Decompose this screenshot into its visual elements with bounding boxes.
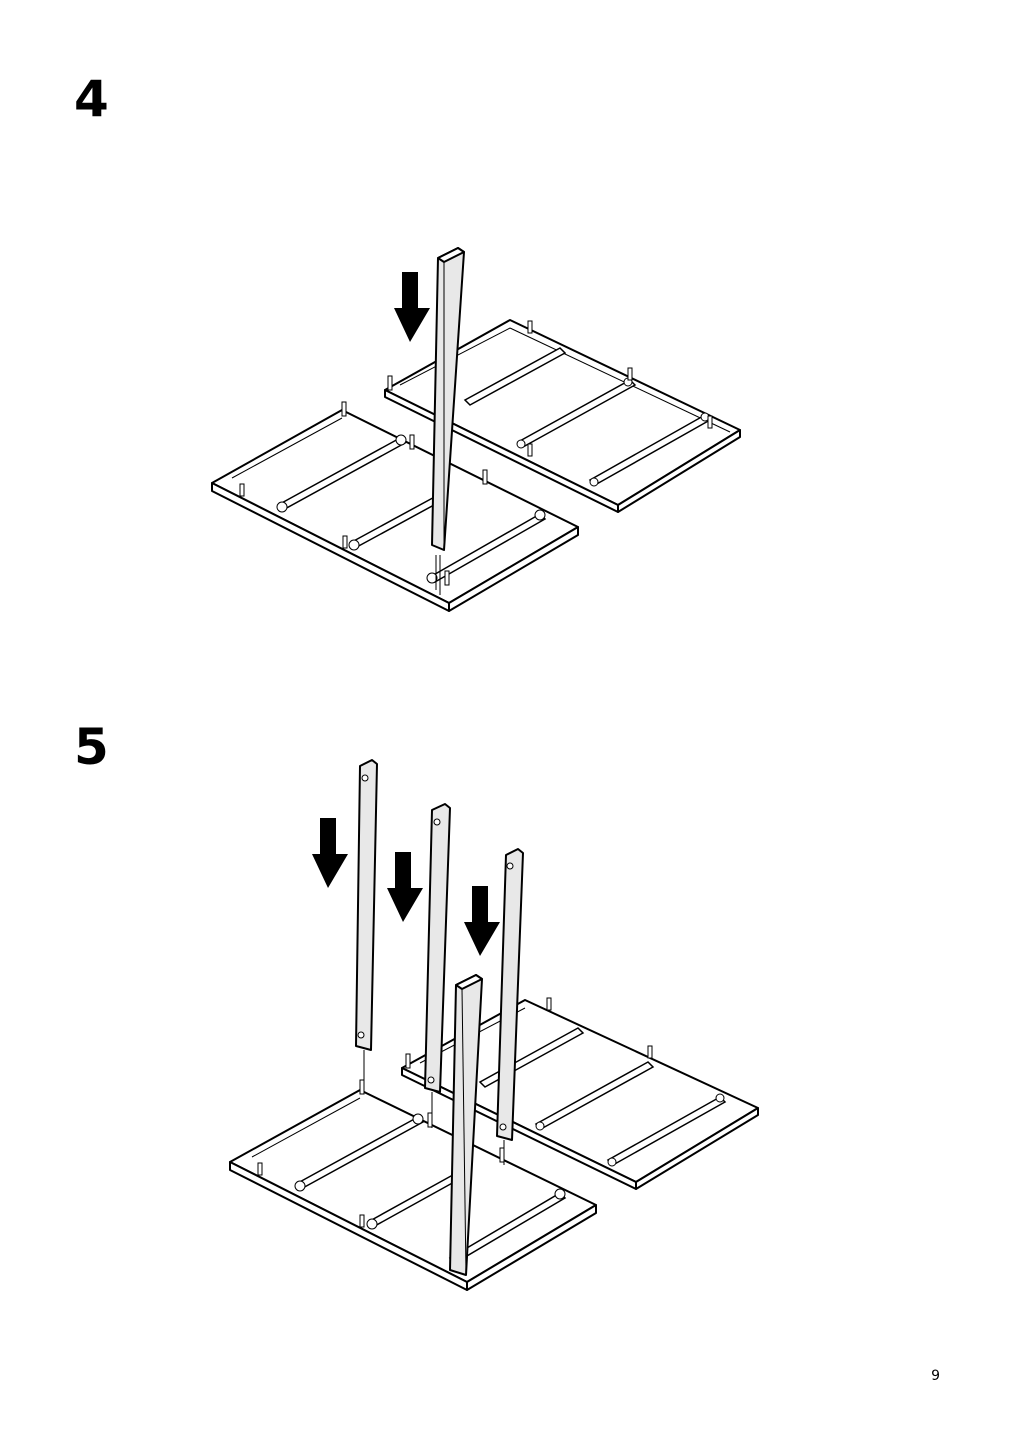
step-5-illustration [229,759,759,1291]
leg-2 [424,803,451,1128]
page-number: 9 [931,1368,940,1384]
down-arrow [394,272,430,342]
leg-installed [449,974,483,1276]
front-panel [211,401,579,612]
leg [431,247,465,551]
step-4-illustration [211,247,741,612]
down-arrow [387,852,423,922]
leg-1 [355,759,378,1090]
down-arrow [464,886,500,956]
leg-3 [496,848,524,1165]
front-panel [229,1079,597,1291]
step-4-number: 4 [74,70,109,128]
down-arrow [312,818,348,888]
step-5-number: 5 [74,718,109,776]
back-panel [401,997,759,1190]
